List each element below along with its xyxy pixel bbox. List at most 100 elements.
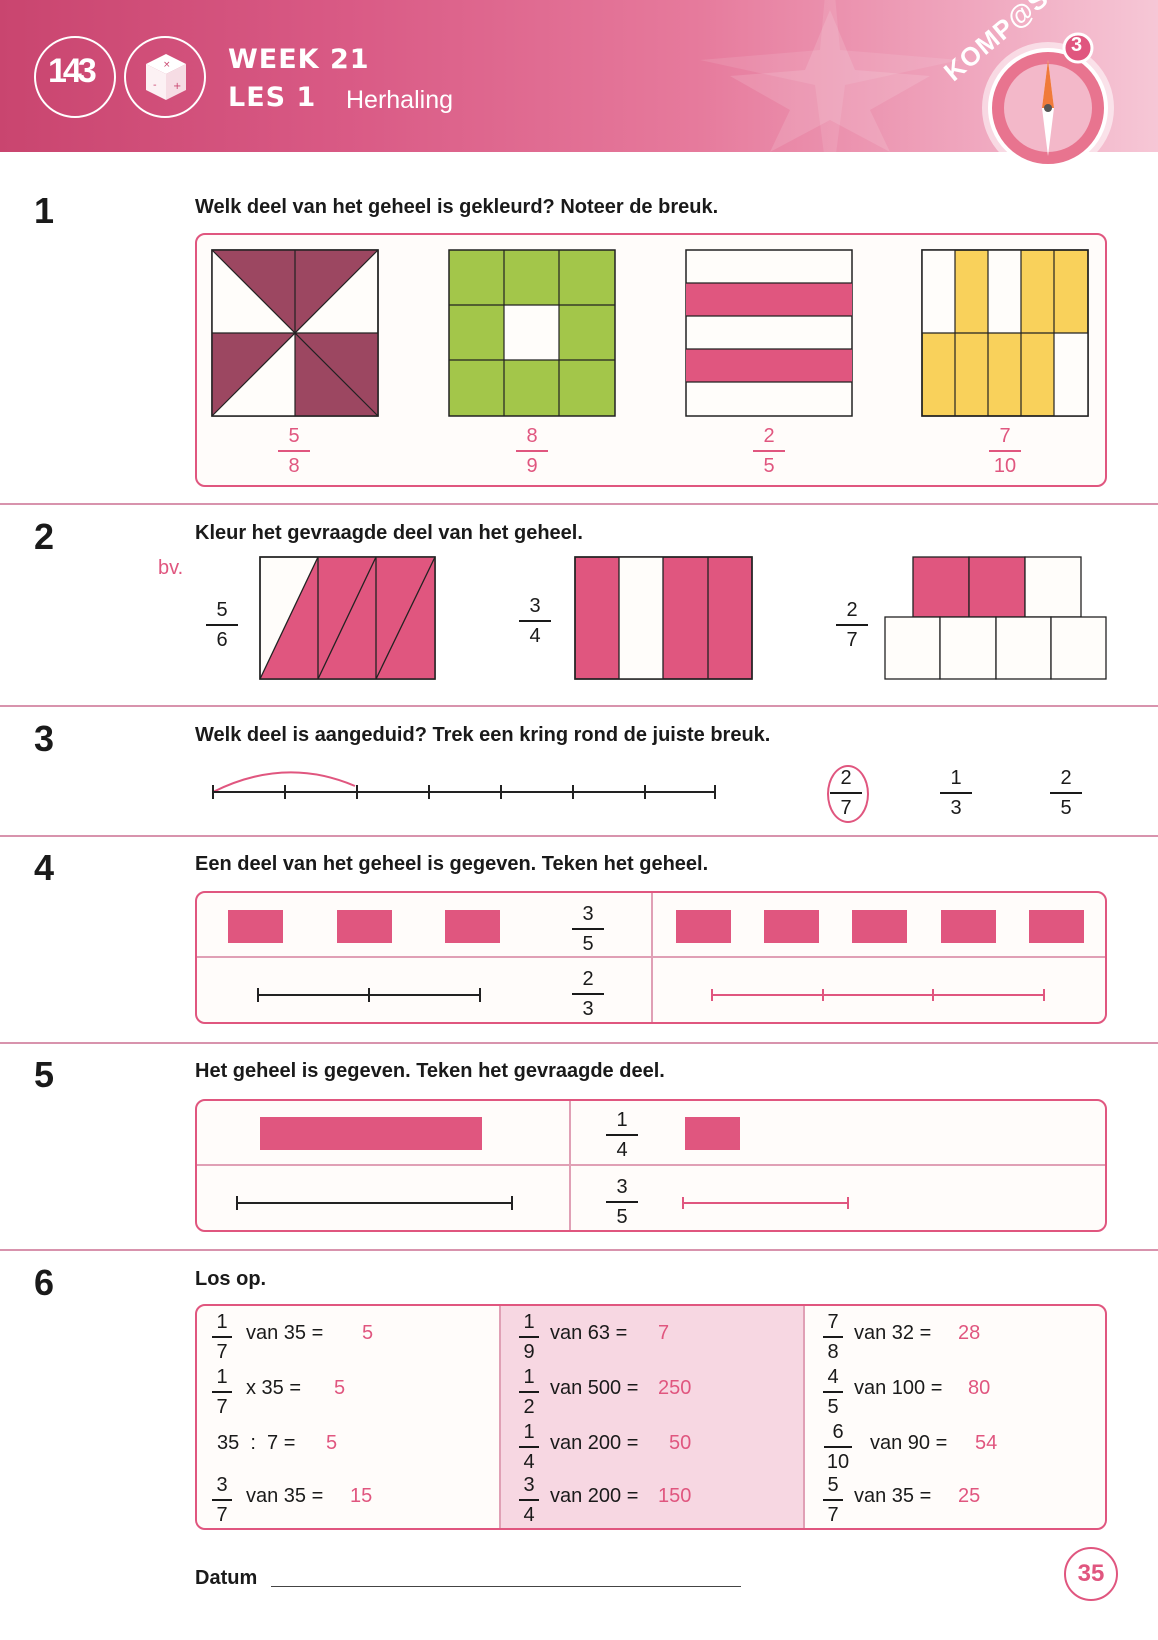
dice-badge: × - + [124,36,206,118]
parallelogram-figure [259,556,436,680]
seven-blocks-figure [884,556,1107,680]
lesson-title: Herhaling [346,86,454,114]
svg-text:×: × [163,60,171,70]
star-decoration [700,0,960,152]
example-label: bv. [158,557,184,579]
part-line [682,1197,849,1209]
sum-text: 35 : 7 = [217,1432,296,1454]
whole-block [1029,910,1084,943]
dice-icon: × - + [146,54,186,100]
page-number: 35 [1064,1547,1118,1601]
exercise-5-number: 5 [34,1054,55,1095]
yellow-grid-figure [921,249,1089,417]
answer-circle[interactable] [827,765,869,823]
part-segment [257,988,481,1002]
green-grid-figure [448,249,616,417]
sum-text: van 500 = [550,1377,639,1399]
exercise-1-instruction: Welk deel van het geheel is gekleurd? No… [195,196,719,218]
date-label: Datum [195,1567,258,1589]
middle-column [499,1306,805,1528]
table-column-divider [569,1101,571,1230]
part-block [228,910,283,943]
sum-text: van 100 = [854,1377,943,1399]
sum-answer: 25 [958,1485,981,1507]
sum-answer: 250 [658,1377,692,1399]
exercise-3-instruction: Welk deel is aangeduid? Trek een kring r… [195,724,771,746]
sum-text: van 35 = [246,1485,324,1507]
compass-number: 3 [1071,34,1083,56]
exercise-3-number: 3 [34,718,55,759]
exercise-6-box [195,1304,1107,1530]
sum-text: van 63 = [550,1322,628,1344]
exercise-4-number: 4 [34,847,55,888]
exercise-2-number: 2 [34,516,55,557]
sum-answer: 80 [968,1377,991,1399]
section-divider [0,1249,1158,1251]
exercise-2-instruction: Kleur het gevraagde deel van het geheel. [195,522,583,544]
section-divider [0,1042,1158,1044]
sum-answer: 28 [958,1322,981,1344]
square-triangles-figure [211,249,379,417]
numbers-badge: 143 [34,36,116,118]
whole-line [236,1196,513,1210]
sum-answer: 7 [658,1322,670,1344]
date-field[interactable] [271,1586,741,1587]
exercise-6-number: 6 [34,1262,55,1303]
sum-text: van 200 = [550,1432,639,1454]
whole-bar [260,1117,482,1150]
whole-block [941,910,996,943]
whole-block [764,910,819,943]
whole-block [852,910,907,943]
whole-block [676,910,731,943]
exercise-6-instruction: Los op. [195,1268,267,1290]
week-label: WEEK 21 [228,44,370,75]
sum-text: van 35 = [246,1322,324,1344]
sum-answer: 5 [334,1377,346,1399]
exercise-4-instruction: Een deel van het geheel is gegeven. Teke… [195,853,709,875]
section-divider [0,705,1158,707]
section-divider [0,503,1158,505]
sum-answer: 54 [975,1432,998,1454]
svg-text:+: + [173,81,181,92]
kompas-logo: 3 KOMP@S [938,0,1128,184]
section-divider [0,835,1158,837]
exercise-1-number: 1 [34,190,55,231]
number-line [212,771,716,799]
sum-text: van 35 = [854,1485,932,1507]
sum-text: van 90 = [870,1432,948,1454]
badge-digits: 143 [48,52,97,90]
svg-text:-: - [153,80,157,91]
sum-answer: 15 [350,1485,373,1507]
sum-answer: 5 [326,1432,338,1454]
compass-icon [982,32,1114,174]
table-row-divider [197,1164,1105,1166]
sum-text: van 200 = [550,1485,639,1507]
sum-text: x 35 = [246,1377,302,1399]
sum-answer: 150 [658,1485,692,1507]
sum-text: van 32 = [854,1322,932,1344]
striped-bars-figure [685,249,853,417]
whole-segment [711,989,1045,1001]
sum-answer: 50 [669,1432,692,1454]
lesson-label: LES 1 [228,82,317,113]
